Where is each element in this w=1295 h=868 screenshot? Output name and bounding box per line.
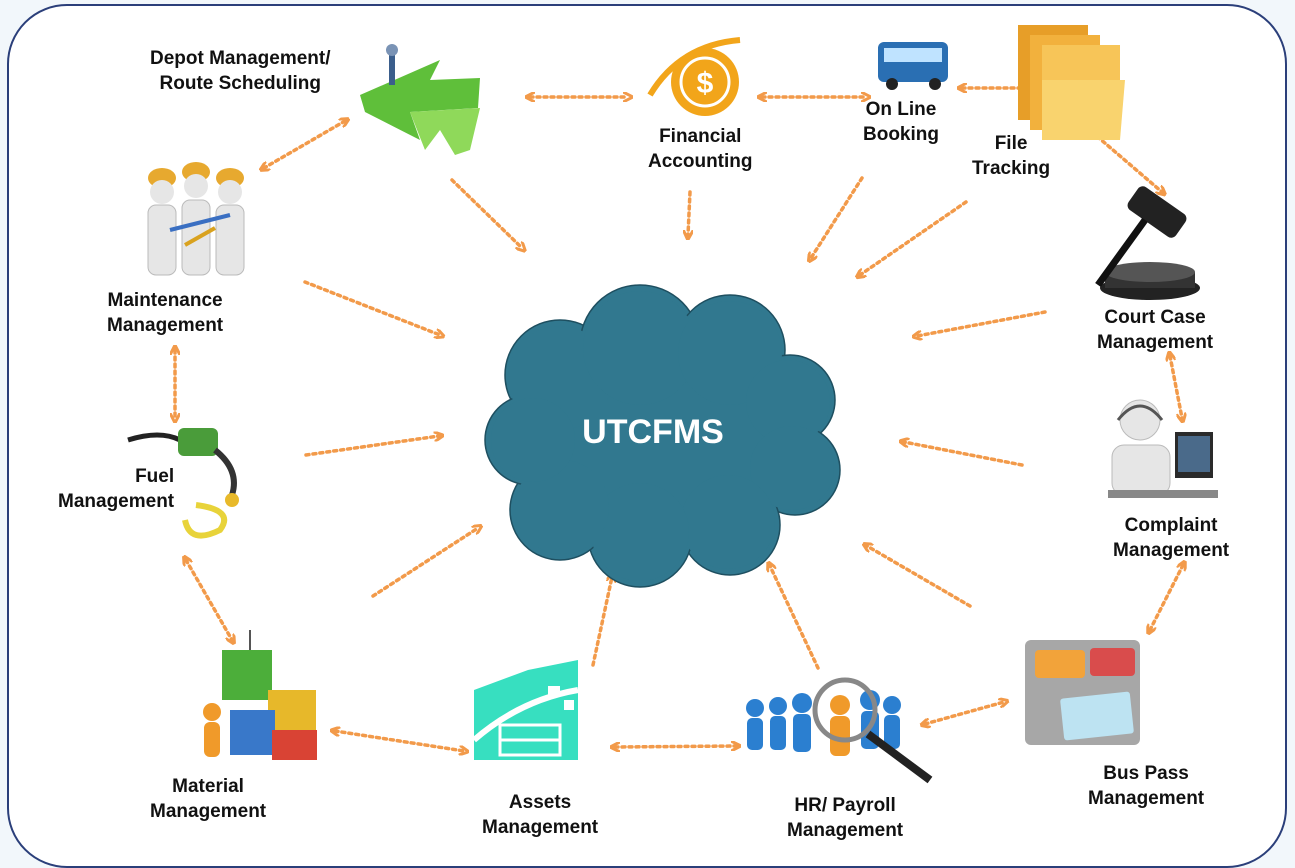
arrow-booking-to-center — [811, 176, 864, 258]
link-complaint-buspass — [1150, 565, 1183, 630]
gavel-icon — [1095, 186, 1200, 300]
dollar-coin-icon: $ — [647, 37, 741, 116]
arrow-court-to-center — [917, 310, 1047, 336]
arrow-assets-to-center — [591, 577, 612, 667]
link-fuel-material — [186, 560, 232, 640]
arrow-financial-to-center — [688, 190, 690, 235]
svg-text:$: $ — [697, 67, 714, 100]
arrow-maintenance-to-center — [303, 280, 440, 335]
module-depot-label: Depot Management/Route Scheduling — [150, 48, 331, 94]
buildings-icon — [472, 660, 579, 760]
arrow-material-to-center — [371, 528, 478, 598]
arrow-complaint-to-center — [904, 442, 1024, 467]
link-material-assets — [335, 731, 464, 751]
people-magnifier-icon — [746, 677, 933, 784]
link-file-court — [1092, 132, 1162, 192]
link-court-complaint — [1170, 356, 1182, 418]
center-label: UTCFMS — [582, 413, 724, 451]
central-cloud — [484, 284, 841, 588]
arrow-hr-to-center — [770, 566, 820, 670]
bus-icon — [878, 42, 948, 90]
folders-icon — [1018, 25, 1125, 140]
fuel-nozzle-icon — [127, 428, 239, 539]
workers-icon — [147, 162, 245, 276]
link-depot-maintenance — [264, 121, 345, 168]
puzzle-icon — [203, 630, 317, 760]
link-hr-buspass — [925, 702, 1004, 724]
link-assets-hr — [615, 746, 736, 747]
arrow-buspass-to-center — [867, 546, 972, 608]
arrow-file-to-center — [860, 200, 968, 275]
bus-pass-card-icon — [1025, 640, 1140, 745]
arrow-depot-to-center — [450, 178, 522, 248]
support-agent-icon — [1108, 399, 1218, 498]
connector-layer: $ — [127, 25, 1218, 784]
arrow-fuel-to-center — [304, 436, 439, 457]
route-arrows-icon — [360, 44, 480, 155]
